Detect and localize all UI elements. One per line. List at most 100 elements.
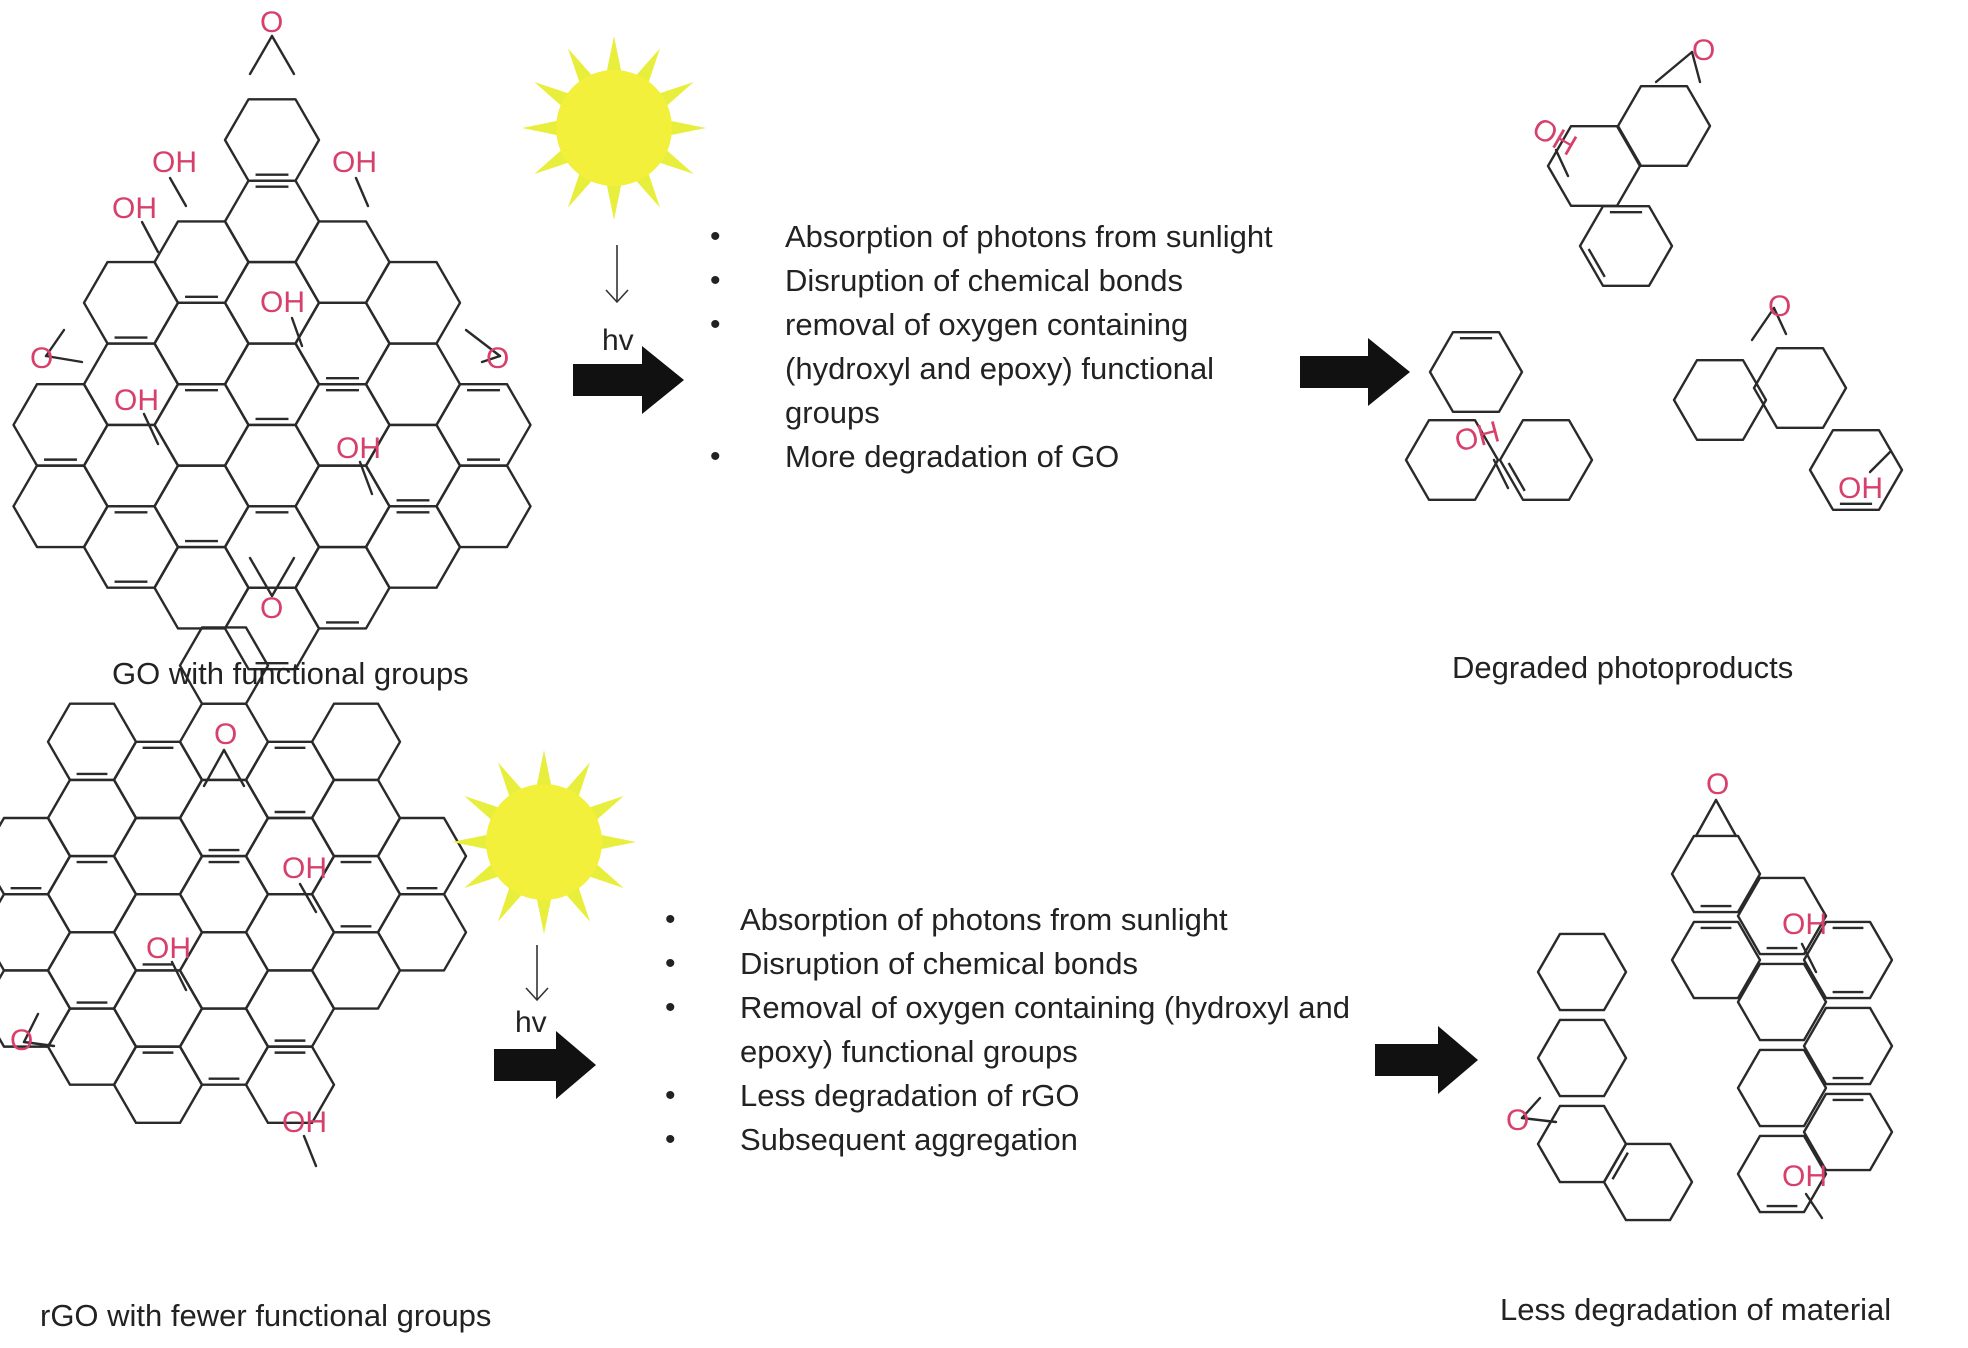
graphene-ring — [294, 545, 391, 630]
epoxy-bond — [480, 354, 502, 364]
hydroxyl-bond — [1492, 458, 1510, 490]
epoxy-oxygen-label: O — [486, 342, 509, 375]
graphene-ring — [294, 301, 391, 386]
hydroxyl-group-label: OH — [114, 384, 159, 417]
double-bond — [1587, 248, 1606, 278]
graphene-ring — [153, 383, 250, 467]
product-ring — [1536, 932, 1628, 1012]
hydroxyl-group-label: OH — [260, 286, 305, 319]
hydroxyl-group-label: OH — [282, 1106, 327, 1139]
epoxy-bond — [464, 328, 502, 358]
epoxy-oxygen-label: O — [10, 1024, 33, 1057]
process-step: Disruption of chemical bonds — [710, 259, 1310, 303]
epoxy-bond — [270, 556, 296, 598]
product-ring — [1736, 1134, 1828, 1214]
epoxy-bond — [270, 34, 296, 76]
graphene-ring — [178, 854, 270, 934]
graphene-ring — [310, 931, 402, 1010]
epoxy-oxygen-label: O — [214, 718, 237, 751]
graphene-ring — [223, 505, 321, 589]
epoxy-bond — [44, 354, 84, 364]
epoxy-bond — [248, 556, 274, 598]
graphene-ring — [46, 778, 138, 858]
hydroxyl-bond — [1804, 1192, 1824, 1220]
epoxy-bond — [22, 1012, 40, 1044]
graphene-ring — [82, 505, 180, 589]
epoxy-oxygen-label: O — [1706, 768, 1729, 801]
process-step: More degradation of GO — [710, 435, 1310, 479]
hydroxyl-group-label: OH — [332, 146, 377, 179]
hydroxyl-bond — [170, 960, 188, 992]
photoproduct-ring — [1428, 330, 1524, 414]
arrow-right-icon — [1300, 338, 1410, 406]
product-ring — [1802, 1006, 1894, 1086]
graphene-ring — [112, 740, 204, 820]
epoxy-bond — [1772, 306, 1788, 336]
epoxy-oxygen-label: O — [1692, 34, 1715, 67]
epoxy-bond — [44, 328, 66, 358]
arrow-right-icon — [573, 346, 684, 414]
epoxy-oxygen-label: O — [1768, 290, 1791, 323]
graphene-ring — [223, 98, 321, 182]
process-step: removal of oxygen containing (hydroxyl a… — [710, 303, 1310, 435]
graphene-ring — [153, 301, 250, 386]
graphene-ring — [244, 740, 336, 820]
hydroxyl-bond — [1868, 450, 1892, 474]
epoxy-bond — [1654, 50, 1694, 84]
graphene-ring — [364, 342, 462, 427]
hydroxyl-group-label: OH — [1782, 908, 1827, 941]
sun-icon — [452, 750, 636, 934]
graphene-ring — [12, 383, 109, 467]
graphene-ring — [12, 464, 109, 549]
graphene-ring — [244, 893, 336, 972]
graphene-ring — [244, 1045, 336, 1125]
hv-label: hv — [602, 324, 634, 357]
bottom-process-steps: Absorption of photons from sunlight Disr… — [665, 898, 1405, 1162]
process-step: Disruption of chemical bonds — [665, 942, 1405, 986]
epoxy-oxygen-label: O — [260, 592, 283, 625]
product-ring — [1736, 962, 1828, 1042]
hydroxyl-bond — [290, 316, 304, 348]
graphene-ring — [153, 464, 250, 549]
epoxy-bond — [222, 748, 246, 788]
rgo-caption: rGO with fewer functional groups — [40, 1298, 492, 1333]
hydroxyl-bond — [354, 176, 370, 208]
product-ring — [1536, 1104, 1628, 1184]
product-ring — [1536, 1018, 1628, 1098]
hydroxyl-bond — [1800, 942, 1818, 974]
hydroxyl-group-label: OH — [146, 932, 191, 965]
graphene-ring — [310, 702, 402, 782]
hydroxyl-bond — [358, 460, 374, 496]
graphene-ring — [0, 816, 72, 896]
hydroxyl-bond — [298, 882, 318, 914]
product-ring — [1802, 920, 1894, 1000]
less-degradation-caption: Less degradation of material — [1500, 1292, 1892, 1327]
product-ring — [1602, 1142, 1694, 1222]
epoxy-bond — [202, 748, 226, 788]
hydroxyl-group-label: OH — [1451, 415, 1503, 459]
hydroxyl-group-label: OH — [1838, 472, 1883, 505]
degraded-photoproducts-caption: Degraded photoproducts — [1452, 650, 1794, 685]
photoproduct-ring — [1578, 204, 1674, 288]
graphene-ring — [376, 816, 468, 896]
epoxy-bond — [1520, 1096, 1542, 1120]
epoxy-bond — [22, 1040, 56, 1048]
graphene-ring — [294, 464, 391, 549]
product-ring — [1802, 1092, 1894, 1172]
hydroxyl-bond — [1554, 148, 1570, 178]
photoproduct-ring — [1616, 84, 1712, 168]
product-ring — [1670, 920, 1762, 1000]
product-ring — [1670, 834, 1762, 914]
process-step: Removal of oxygen containing (hydroxyl a… — [665, 986, 1405, 1074]
hydroxyl-group-label: OH — [112, 192, 157, 225]
hydroxyl-group-label: OH — [152, 146, 197, 179]
graphene-ring — [223, 179, 321, 264]
graphene-ring — [310, 778, 402, 858]
graphene-ring — [112, 816, 204, 896]
graphene-ring — [178, 778, 270, 858]
epoxy-oxygen-label: O — [260, 6, 283, 39]
epoxy-oxygen-label: O — [30, 342, 53, 375]
hydroxyl-bond — [302, 1134, 318, 1168]
